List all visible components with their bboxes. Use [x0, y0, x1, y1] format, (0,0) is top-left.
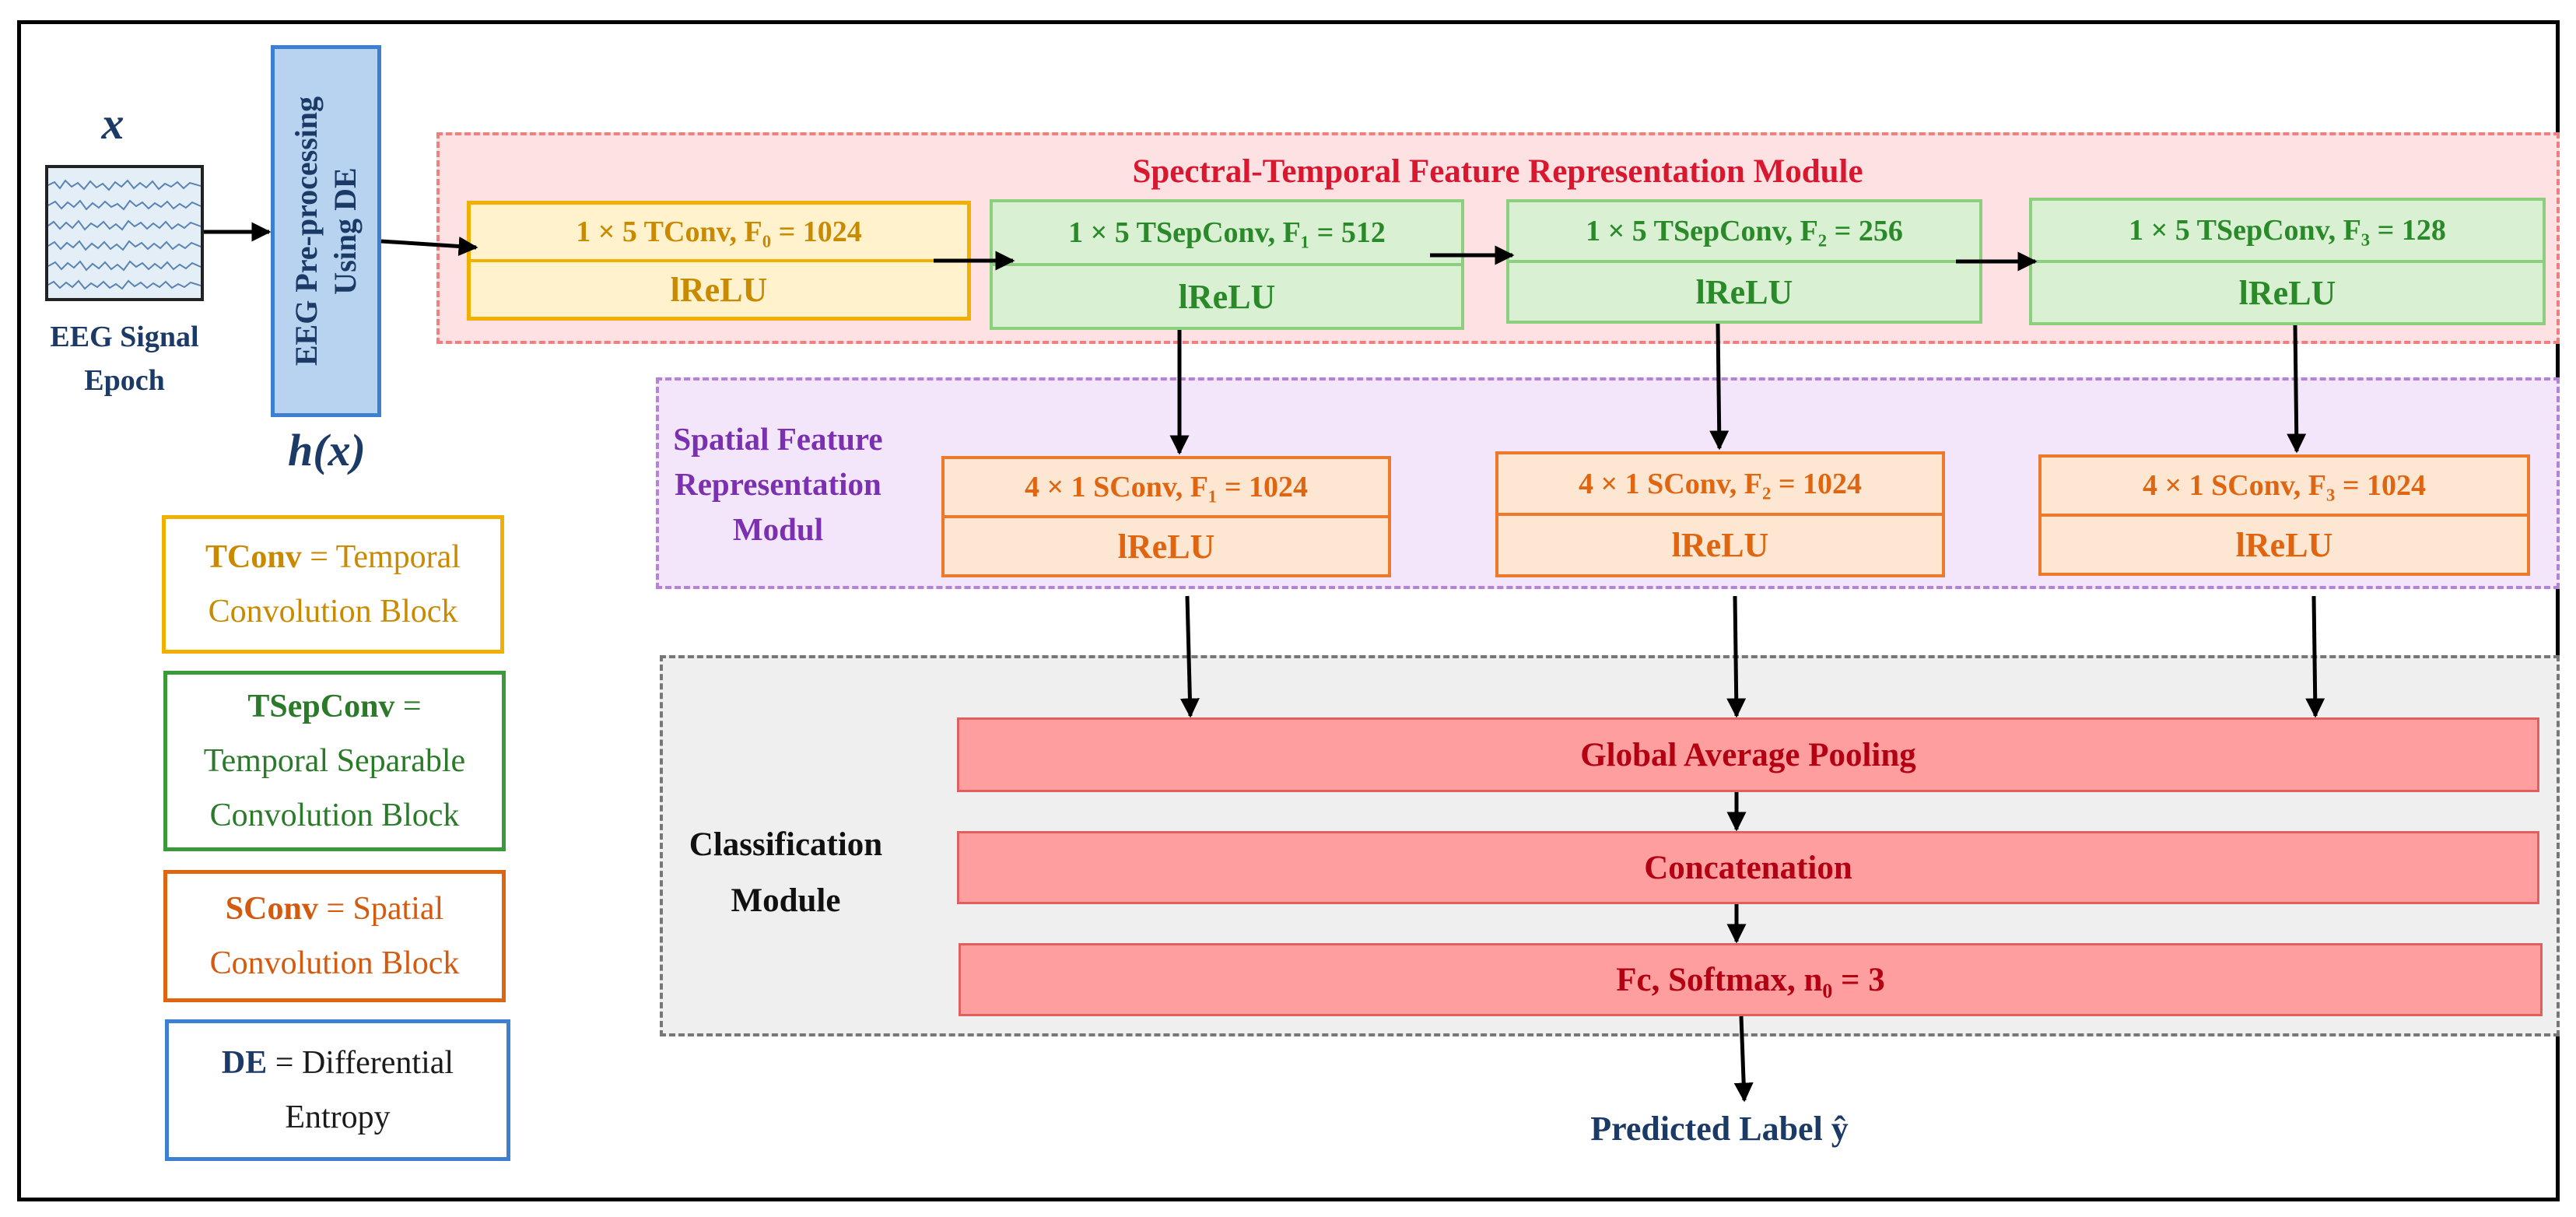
classification-module-title: Classification Module	[669, 817, 902, 929]
tsepconv-block-3-activation: lReLU	[2238, 273, 2336, 312]
arrow-tsepconv3-to-sconv3	[2287, 324, 2307, 454]
concatenation-layer: Concatenation	[957, 831, 2539, 904]
legend-de-def2: Entropy	[285, 1100, 391, 1135]
tconv-block: 1 × 5 TConv, F₀ = 1024 lReLU	[467, 201, 971, 321]
diagram-frame	[17, 20, 2560, 1201]
input-x-label: x	[101, 98, 124, 149]
spatial-title-line3: Modul	[732, 511, 824, 547]
tsepconv-block-2-params: 1 × 5 TSepConv, F₂ = 256	[1509, 202, 1979, 263]
tconv-block-params: 1 × 5 TConv, F₀ = 1024	[471, 205, 967, 262]
eeg-signal-image	[45, 165, 204, 301]
fc-softmax-layer: Fc, Softmax, n₀ = 3	[959, 943, 2543, 1016]
legend-tconv-def2: Convolution Block	[208, 594, 458, 630]
tsepconv-block-3: 1 × 5 TSepConv, F₃ = 128 lReLU	[2029, 198, 2546, 325]
tsepconv-block-3-params: 1 × 5 TSepConv, F₃ = 128	[2032, 201, 2543, 263]
sconv-block-3-params: 4 × 1 SConv, F₃ = 1024	[2042, 458, 2527, 517]
legend-tsepconv-abbr: TSepConv	[247, 689, 395, 724]
eeg-signal-caption: EEG Signal Epoch	[31, 315, 218, 402]
arrow-preprocess-to-tconv	[380, 237, 478, 257]
sconv-block-1: 4 × 1 SConv, F₁ = 1024 lReLU	[941, 456, 1391, 577]
legend-tsepconv-def3: Convolution Block	[209, 798, 460, 833]
legend-tconv-abbr: TConv	[205, 539, 302, 575]
eeg-caption-line2: Epoch	[84, 364, 165, 397]
legend-tsepconv-def1: =	[394, 689, 422, 724]
spatial-module-title: Spatial Feature Representation Modul	[669, 416, 887, 552]
legend-de-def1: = Differential	[267, 1045, 454, 1081]
sconv-block-2-params: 4 × 1 SConv, F₂ = 1024	[1498, 454, 1942, 516]
legend-sconv: SConv = Spatial Convolution Block	[163, 870, 506, 1002]
sconv-block-3-activation: lReLU	[2235, 525, 2333, 564]
legend-sconv-def2: Convolution Block	[209, 945, 460, 981]
global-average-pooling-layer: Global Average Pooling	[957, 717, 2539, 792]
sconv-block-2: 4 × 1 SConv, F₂ = 1024 lReLU	[1495, 451, 1945, 577]
arrow-sconv3-to-gap	[2305, 595, 2325, 718]
tsepconv-block-2-activation: lReLU	[1695, 272, 1793, 311]
tsepconv-block-2: 1 × 5 TSepConv, F₂ = 256 lReLU	[1506, 199, 1982, 324]
sconv-block-1-params: 4 × 1 SConv, F₁ = 1024	[945, 459, 1388, 518]
spatial-title-line1: Spatial Feature	[673, 421, 883, 457]
legend-tconv-def1: = Temporal	[301, 539, 461, 575]
tsepconv-block-1-params: 1 × 5 TSepConv, F₁ = 512	[993, 202, 1461, 266]
spectral-temporal-module-title: Spectral-Temporal Feature Representation…	[1132, 153, 1863, 190]
legend-tsepconv: TSepConv = Temporal Separable Convolutio…	[163, 671, 506, 851]
arrow-sconv2-to-gap	[1726, 595, 1747, 718]
tconv-block-activation: lReLU	[670, 270, 768, 309]
legend-tsepconv-def2: Temporal Separable	[203, 743, 466, 779]
predicted-label: Predicted Label ŷ	[1590, 1109, 1849, 1148]
tsepconv-block-1: 1 × 5 TSepConv, F₁ = 512 lReLU	[990, 199, 1464, 330]
tsepconv-block-1-activation: lReLU	[1178, 277, 1276, 316]
preprocessing-block: EEG Pre-processing Using DE	[271, 45, 381, 417]
sconv-block-2-activation: lReLU	[1671, 526, 1769, 564]
legend-sconv-def1: = Spatial	[317, 891, 444, 927]
sconv-block-3: 4 × 1 SConv, F₃ = 1024 lReLU	[2038, 454, 2530, 576]
classification-title-line2: Module	[731, 882, 841, 919]
spatial-title-line2: Representation	[675, 466, 881, 502]
legend-tconv: TConv = Temporal Convolution Block	[162, 515, 504, 654]
eeg-caption-line1: EEG Signal	[50, 321, 199, 353]
sconv-block-1-activation: lReLU	[1117, 527, 1215, 566]
legend-de-abbr: DE	[221, 1045, 268, 1081]
preprocessing-output-label: h(x)	[288, 425, 366, 475]
legend-sconv-abbr: SConv	[225, 891, 318, 927]
arrow-tsepconv2-to-sconv2	[1709, 323, 1730, 451]
legend-de: DE = Differential Entropy	[165, 1019, 510, 1161]
classification-title-line1: Classification	[689, 826, 883, 863]
arrow-sconv1-to-gap	[1179, 595, 1200, 718]
arrow-fc-to-output	[1733, 1015, 1754, 1103]
